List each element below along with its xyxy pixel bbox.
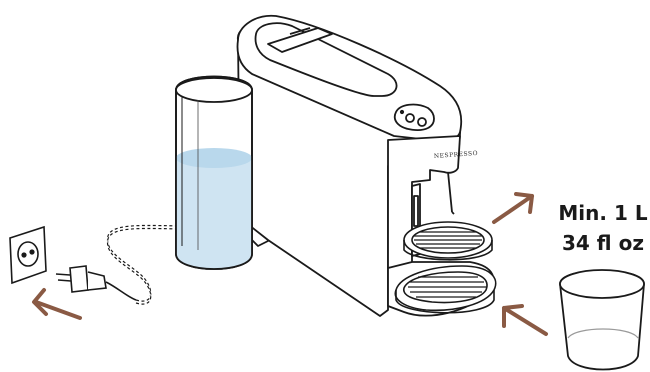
arrow-icon-plug [32,288,82,320]
capacity-metric: Min. 1 L [558,201,648,225]
upper-cup-tray [403,221,493,261]
power-cord-outline [107,227,259,305]
power-plug-icon [55,265,137,301]
arrow-icon-upper-tray [492,192,534,224]
capacity-imperial: 34 fl oz [562,231,644,255]
power-cord [107,224,259,302]
measuring-cup [559,269,645,371]
coffee-machine [236,14,495,317]
water-tank [175,75,253,270]
brand-logo: NESPRESSO [434,150,479,160]
water-capacity-label: Min. 1 L 34 fl oz [548,198,650,258]
arrow-icon-drip-tray [502,304,548,336]
drip-tray [394,265,497,314]
wall-outlet-icon [9,225,47,285]
